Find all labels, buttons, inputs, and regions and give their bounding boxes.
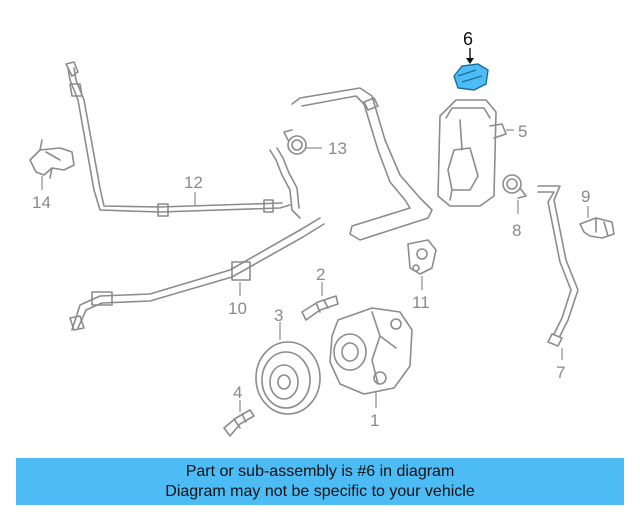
part-1-pump [329,307,413,408]
part-10-pressure-hose [69,217,325,331]
callout-2: 2 [316,265,325,284]
callout-9: 9 [581,187,590,206]
part-5-reservoir [437,99,514,207]
callout-1: 1 [370,411,379,430]
banner-line-2: Diagram may not be specific to your vehi… [165,482,475,500]
part-13-clamp [283,129,322,155]
part-2-bolt [301,282,339,321]
part-11-bracket [407,239,437,290]
part-return-hose [269,87,433,241]
part-3-pulley [255,322,321,415]
part-6-reservoir-cap [453,48,489,91]
callout-8: 8 [512,221,521,240]
callout-7: 7 [556,363,565,382]
callout-11: 11 [412,293,430,312]
part-8-clamp [502,174,527,214]
part-12-hose [65,61,291,217]
callout-6: 6 [463,29,473,49]
part-7-hose [537,185,579,360]
part-9-bracket [579,206,615,239]
banner-line-1: Part or sub-assembly is #6 in diagram [185,462,455,480]
callout-5: 5 [518,122,527,141]
callout-4: 4 [233,383,242,402]
info-banner: Part or sub-assembly is #6 in diagram Di… [16,458,624,505]
callout-12: 12 [184,173,203,192]
callout-10: 10 [228,299,247,318]
callout-3: 3 [274,306,283,325]
callout-13: 13 [328,139,347,158]
part-14-bracket [29,139,75,190]
part-4-bolt [223,400,255,437]
callout-14: 14 [32,193,51,212]
